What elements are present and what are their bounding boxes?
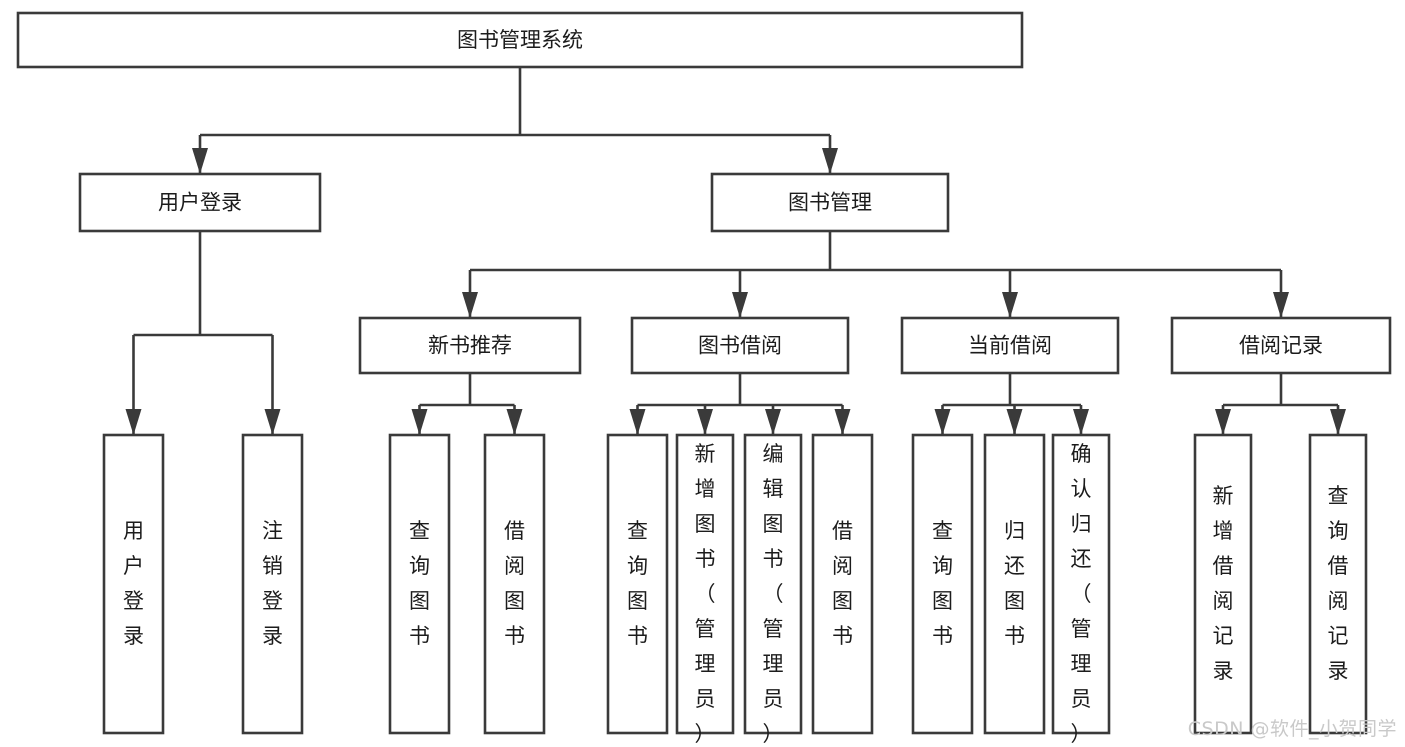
connector-layer (125, 67, 1346, 435)
node-box-recommend-query-book[interactable] (388, 433, 451, 735)
node-box-user-login-logout[interactable] (241, 433, 304, 735)
node-box-record-query[interactable] (1308, 433, 1368, 735)
node-label-current-borrow: 当前借阅 (968, 334, 1052, 358)
node-box-current-confirm-return[interactable] (1051, 433, 1111, 735)
node-label-borrow-add-book: 新增图书（管理员） (695, 442, 716, 746)
node-box-record-add[interactable] (1193, 433, 1253, 735)
arrowhead-icon (765, 409, 781, 435)
arrowhead-icon (1002, 292, 1018, 318)
node-label-root: 图书管理系统 (457, 28, 583, 52)
node-label-book-borrow: 图书借阅 (698, 334, 782, 358)
arrowhead-icon (125, 409, 142, 435)
node-box-borrow-borrow-book[interactable] (811, 433, 874, 735)
node-box-borrow-record[interactable] (1170, 316, 1392, 375)
node-label-current-return-book: 归还图书 (1004, 519, 1025, 648)
arrowhead-icon (411, 409, 428, 435)
node-box-book-borrow[interactable] (630, 316, 850, 375)
node-label-borrow-record: 借阅记录 (1239, 334, 1323, 358)
arrowhead-icon (629, 409, 646, 435)
arrowhead-icon (732, 292, 748, 318)
node-box-current-return-book[interactable] (983, 433, 1046, 735)
node-label-borrow-borrow-book: 借阅图书 (832, 519, 853, 648)
arrowhead-icon (697, 409, 713, 435)
node-box-book-management[interactable] (710, 172, 950, 233)
node-box-borrow-add-book[interactable] (675, 433, 735, 735)
node-label-new-book-recommend: 新书推荐 (428, 334, 512, 358)
node-layer: 图书管理系统用户登录用户登录注销登录图书管理新书推荐查询图书借阅图书图书借阅查询… (16, 11, 1392, 746)
node-box-user-login[interactable] (78, 172, 322, 233)
node-label-record-add: 新增借阅记录 (1213, 484, 1234, 683)
node-label-user-login: 用户登录 (158, 191, 242, 215)
arrowhead-icon (1073, 409, 1089, 435)
node-label-record-query: 查询借阅记录 (1328, 484, 1349, 683)
arrowhead-icon (192, 148, 208, 174)
arrowhead-icon (1273, 292, 1289, 318)
node-label-borrow-query-book: 查询图书 (627, 519, 648, 648)
arrowhead-icon (462, 292, 478, 318)
node-box-borrow-edit-book[interactable] (743, 433, 803, 735)
arrowhead-icon (1330, 409, 1346, 435)
arrowhead-icon (822, 148, 838, 174)
node-label-borrow-edit-book: 编辑图书（管理员） (763, 442, 784, 746)
node-box-root[interactable] (16, 11, 1024, 69)
node-label-current-confirm-return: 确认归还（管理员） (1071, 442, 1092, 746)
watermark-text: CSDN @软件_小贺同学 (1187, 718, 1397, 740)
node-label-current-query-book: 查询图书 (932, 519, 953, 648)
arrowhead-icon (506, 409, 523, 435)
node-box-recommend-borrow-book[interactable] (483, 433, 546, 735)
node-box-user-login-login[interactable] (102, 433, 165, 735)
node-box-current-query-book[interactable] (911, 433, 974, 735)
node-box-borrow-query-book[interactable] (606, 433, 669, 735)
arrowhead-icon (934, 409, 951, 435)
arrowhead-icon (264, 409, 281, 435)
arrowhead-icon (1006, 409, 1023, 435)
node-label-recommend-borrow-book: 借阅图书 (504, 519, 525, 648)
node-box-new-book-recommend[interactable] (358, 316, 582, 375)
node-label-recommend-query-book: 查询图书 (409, 519, 430, 648)
node-label-book-management: 图书管理 (788, 191, 872, 215)
node-label-user-login-login: 用户登录 (123, 519, 144, 648)
arrowhead-icon (1215, 409, 1231, 435)
node-box-current-borrow[interactable] (900, 316, 1120, 375)
arrowhead-icon (834, 409, 851, 435)
node-label-user-login-logout: 注销登录 (262, 519, 283, 648)
